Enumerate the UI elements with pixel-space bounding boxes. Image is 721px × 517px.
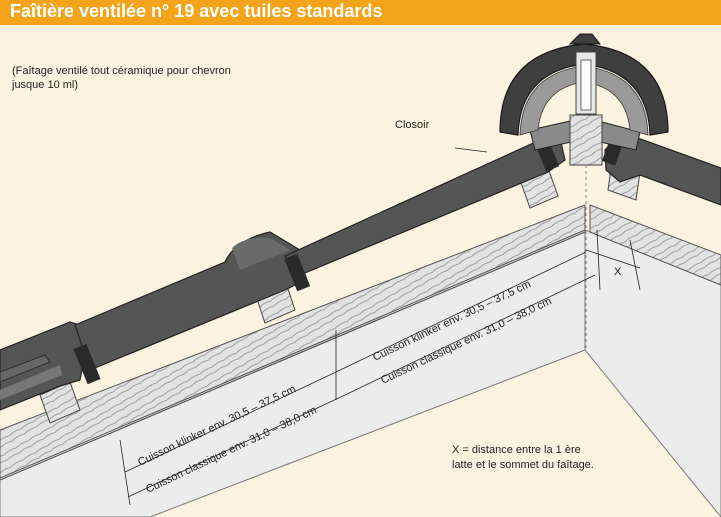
ridge-board [569, 51, 603, 350]
right-batten-strip [589, 204, 721, 286]
dimension-lines [119, 147, 641, 506]
x-label: X [614, 266, 622, 278]
left-roof-tiles [0, 137, 566, 411]
note-line1: X = distance entre la 1 ère [452, 444, 581, 456]
left-batten-strip [0, 204, 586, 479]
title-bar: Faîtière ventilée n° 19 avec tuiles stan… [0, 0, 721, 25]
closoir-label: Closoir [395, 119, 430, 131]
subtitle-line2: jusque 10 ml) [11, 79, 78, 91]
note-line2: latte et le sommet du faîtage. [452, 459, 594, 471]
subtitle-line1: (Faîtage ventilé tout céramique pour che… [12, 65, 231, 77]
diagram-title: Faîtière ventilée n° 19 avec tuiles stan… [10, 1, 383, 21]
ridge-tile [499, 33, 669, 136]
